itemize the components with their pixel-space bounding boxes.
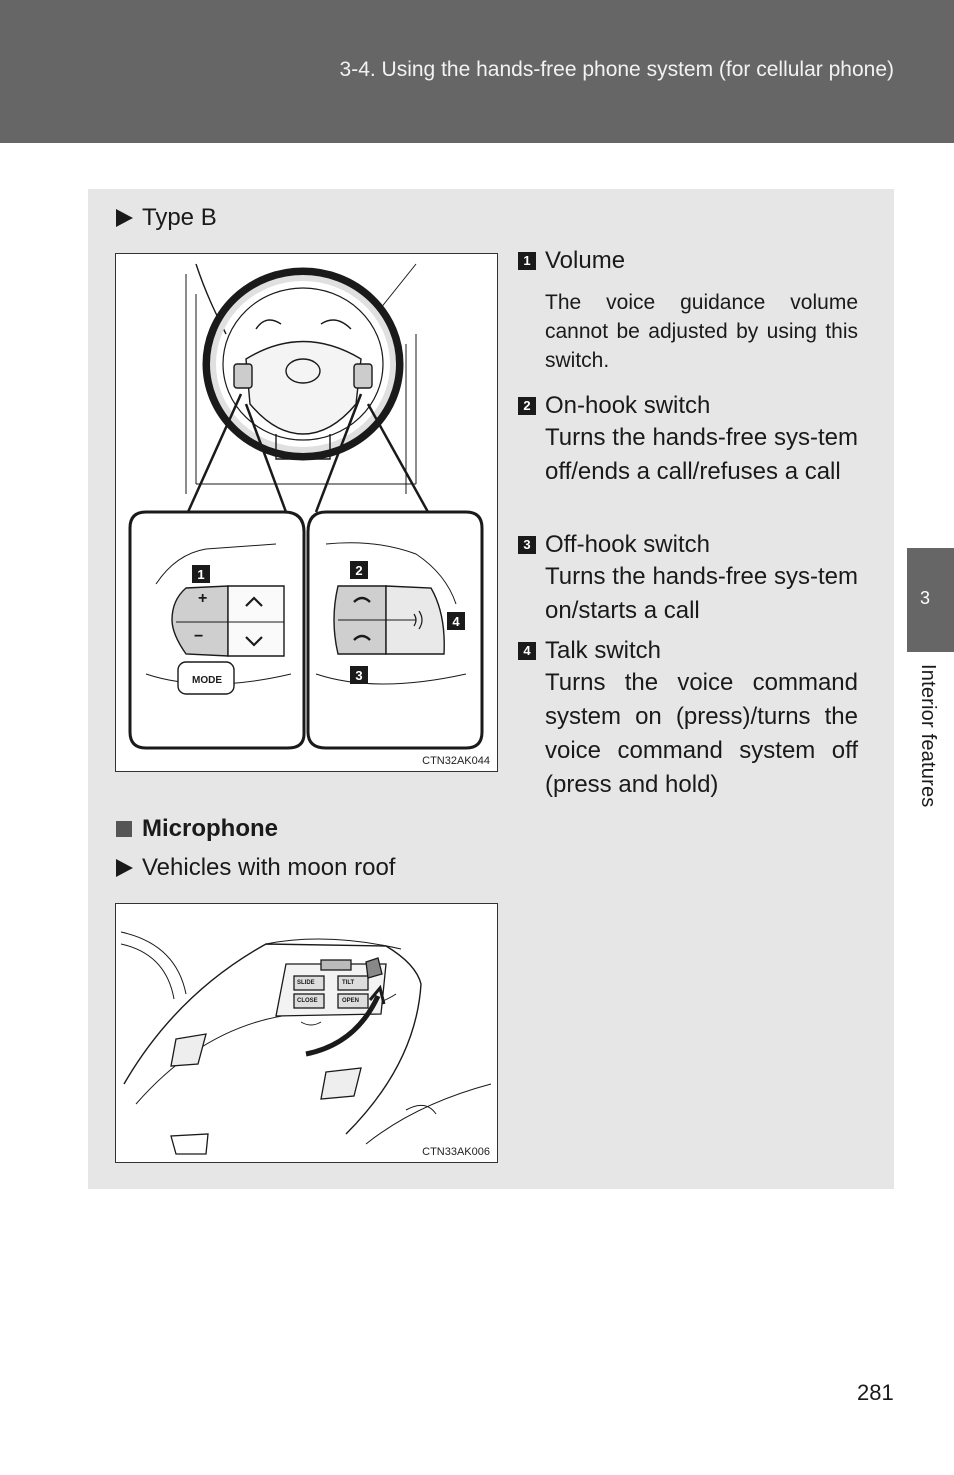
item-title: On-hook switch	[545, 392, 711, 419]
mode-button-label: MODE	[192, 675, 222, 686]
item-volume: 1 Volume The voice guidance volume cannot…	[518, 246, 858, 375]
item-number: 4	[518, 642, 536, 660]
type-heading: Type B	[116, 204, 217, 232]
volume-minus-label: −	[194, 628, 204, 645]
chapter-label: Interior features	[917, 664, 939, 808]
triangle-bullet-icon	[116, 209, 133, 227]
close-button-label: CLOSE	[297, 998, 318, 1004]
moon-roof-subheading: Vehicles with moon roof	[116, 854, 395, 882]
microphone-heading: Microphone	[116, 815, 278, 843]
item-description: Turns the hands-free sys-tem on/starts a…	[545, 563, 858, 624]
microphone-heading-text: Microphone	[142, 815, 278, 842]
type-heading-text: Type B	[142, 204, 217, 231]
section-title: 3-4. Using the hands-free phone system (…	[339, 58, 894, 81]
figure-code: CTN33AK006	[422, 1146, 490, 1158]
item-talk-switch: 4 Talk switch Turns the voice command sys…	[518, 636, 858, 802]
callout-4: 4	[447, 612, 465, 630]
item-number: 1	[518, 252, 536, 270]
callout-1: 1	[192, 565, 210, 583]
item-off-hook-switch: 3 Off-hook switch Turns the hands-free sy…	[518, 530, 858, 628]
item-description: Turns the voice command system on (press…	[545, 669, 858, 798]
triangle-bullet-icon	[116, 859, 133, 877]
item-on-hook-switch: 2 On-hook switch Turns the hands-free sys…	[518, 391, 858, 489]
overhead-console-illustration	[120, 931, 492, 1155]
steering-switch-figure: 1 2 3 4 + − MODE CTN32AK044	[115, 253, 498, 772]
item-description: Turns the hands-free sys-tem off/ends a …	[545, 424, 858, 485]
item-number: 3	[518, 536, 536, 554]
figure-code: CTN32AK044	[422, 755, 490, 767]
microphone-figure: SLIDE TILT CLOSE OPEN CTN33AK006	[115, 903, 498, 1163]
open-button-label: OPEN	[342, 998, 360, 1004]
page-header: 3-4. Using the hands-free phone system (…	[0, 0, 954, 143]
item-title: Talk switch	[545, 637, 662, 664]
slide-button-label: SLIDE	[297, 980, 315, 986]
item-note: The voice guidance volume cannot be adju…	[545, 291, 858, 372]
chapter-tab: 3	[907, 548, 954, 652]
item-title: Off-hook switch	[545, 531, 710, 558]
volume-plus-label: +	[198, 590, 208, 607]
callout-2: 2	[350, 561, 368, 579]
item-title: Volume	[545, 247, 626, 274]
item-number: 2	[518, 397, 536, 415]
square-bullet-icon	[116, 821, 132, 837]
moon-roof-subheading-text: Vehicles with moon roof	[142, 854, 396, 881]
chapter-number: 3	[919, 588, 930, 608]
steering-wheel-illustration	[128, 263, 484, 750]
page-number: 281	[857, 1380, 894, 1405]
callout-3: 3	[350, 666, 368, 684]
tilt-button-label: TILT	[342, 980, 355, 986]
